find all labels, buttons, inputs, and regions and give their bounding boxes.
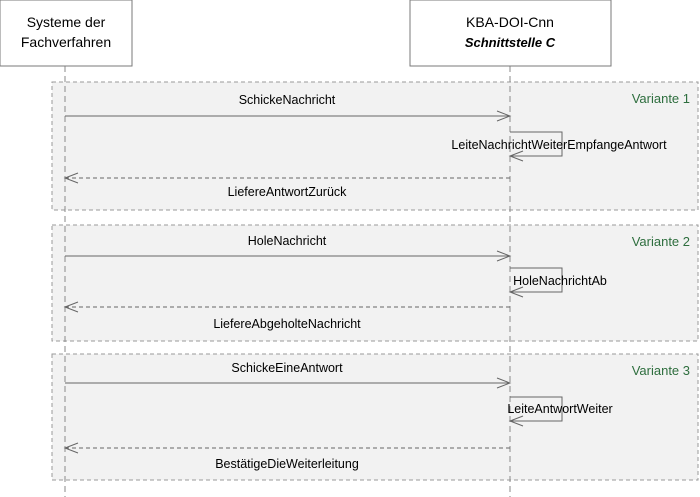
- message-request-1: SchickeNachricht: [65, 93, 512, 122]
- self-call-3-label: LeiteAntwortWeiter: [507, 402, 612, 416]
- message-response-1-label: LiefereAntwortZurück: [228, 185, 348, 199]
- variant-label-3: Variante 3: [632, 363, 690, 378]
- message-response-3: BestätigeDieWeiterleitung: [63, 442, 510, 471]
- self-call-1-label: LeiteNachrichtWeiterEmpfangeAntwort: [451, 138, 667, 152]
- message-response-1: LiefereAntwortZurück: [63, 172, 510, 199]
- message-response-2-label: LiefereAbgeholteNachricht: [213, 317, 361, 331]
- participant-right-line2: Schnittstelle C: [465, 35, 556, 50]
- message-response-2: LiefereAbgeholteNachricht: [63, 301, 510, 331]
- message-response-3-label: BestätigeDieWeiterleitung: [215, 457, 359, 471]
- participant-right-line1: KBA-DOI-Cnn: [466, 14, 554, 30]
- message-request-2: HoleNachricht: [65, 234, 512, 262]
- variant-frame-2: Variante 2: [51, 224, 699, 342]
- message-request-2-label: HoleNachricht: [248, 234, 327, 248]
- self-call-2: HoleNachrichtAb: [508, 267, 607, 298]
- self-call-3: LeiteAntwortWeiter: [507, 396, 613, 427]
- message-request-1-label: SchickeNachricht: [239, 93, 336, 107]
- variant-label-1: Variante 1: [632, 91, 690, 106]
- participant-right: KBA-DOI-Cnn Schnittstelle C: [409, 0, 612, 67]
- variant-label-2: Variante 2: [632, 234, 690, 249]
- variant-frame-3: Variante 3: [51, 353, 699, 481]
- participant-left-line2: Fachverfahren: [21, 34, 111, 50]
- message-request-3-label: SchickeEineAntwort: [231, 361, 343, 375]
- participant-left: Systeme der Fachverfahren: [0, 0, 133, 67]
- self-call-1: LeiteNachrichtWeiterEmpfangeAntwort: [451, 131, 667, 162]
- participant-left-line1: Systeme der: [27, 14, 106, 30]
- variant-frame-1: Variante 1: [51, 81, 699, 211]
- message-request-3: SchickeEineAntwort: [65, 361, 512, 389]
- self-call-2-label: HoleNachrichtAb: [513, 274, 607, 288]
